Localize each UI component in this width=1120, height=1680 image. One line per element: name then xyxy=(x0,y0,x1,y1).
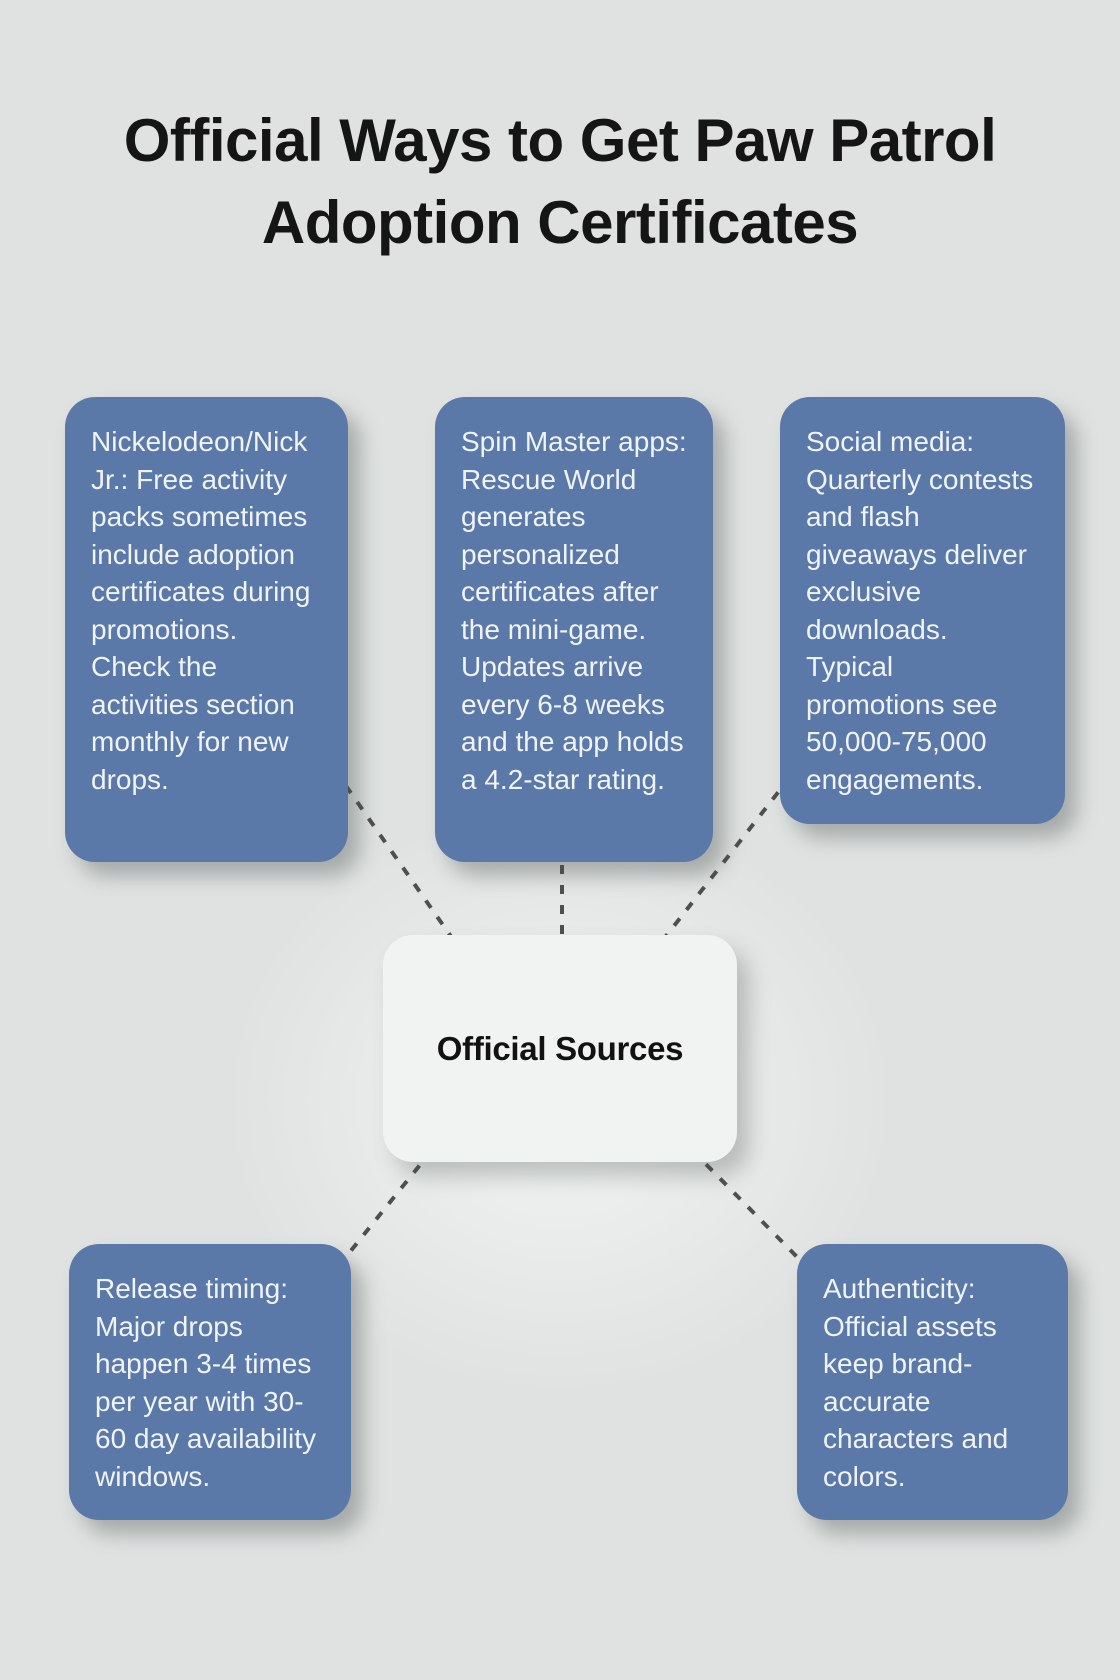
node-nickelodeon: Nickelodeon/Nick Jr.: Free activity pack… xyxy=(65,397,348,862)
node-spin-master-apps: Spin Master apps: Rescue World generates… xyxy=(435,397,713,862)
page-title-line-1: Official Ways to Get Paw Patrol xyxy=(123,107,997,174)
node-authenticity-text: Authenticity: Official assets keep brand… xyxy=(823,1273,1009,1492)
node-spin-master-apps-text: Spin Master apps: Rescue World generates… xyxy=(461,426,687,795)
center-node-official-sources: Official Sources xyxy=(383,935,737,1162)
node-social-media-text: Social media: Quarterly contests and fla… xyxy=(806,426,1034,795)
center-node-label: Official Sources xyxy=(436,1029,684,1067)
node-release-timing-text: Release timing: Major drops happen 3-4 t… xyxy=(95,1273,317,1492)
node-authenticity: Authenticity: Official assets keep brand… xyxy=(797,1244,1068,1520)
page-title: Official Ways to Get Paw Patrol Adoption… xyxy=(0,100,1120,264)
node-release-timing: Release timing: Major drops happen 3-4 t… xyxy=(69,1244,351,1520)
connector-center-to-releasetiming xyxy=(343,1148,434,1260)
page-title-line-2: Adoption Certificates xyxy=(261,189,859,256)
connector-center-to-authenticity xyxy=(690,1148,804,1264)
node-nickelodeon-text: Nickelodeon/Nick Jr.: Free activity pack… xyxy=(91,426,311,795)
node-social-media: Social media: Quarterly contests and fla… xyxy=(780,397,1065,824)
